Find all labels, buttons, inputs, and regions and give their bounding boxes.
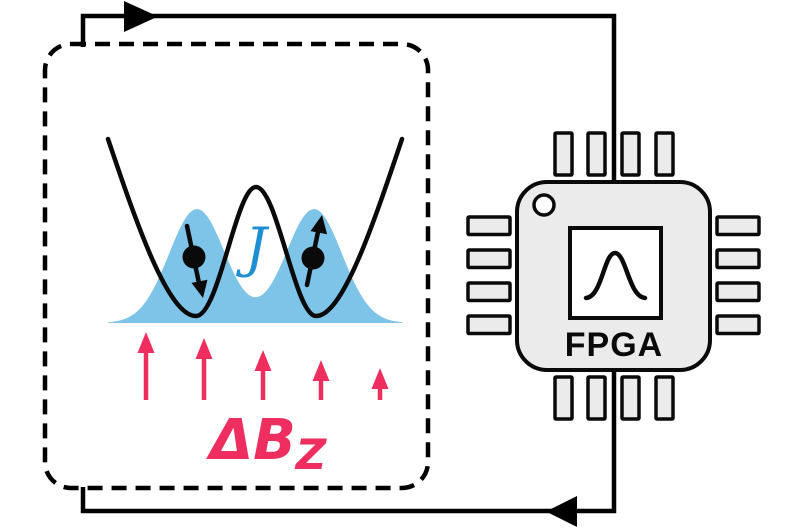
- fpga-pins: [466, 131, 761, 421]
- fpga-pin: [715, 215, 761, 237]
- fpga-pin: [553, 131, 574, 177]
- spin-up-arrowhead-icon: [310, 215, 328, 235]
- magnetic-gradient-arrows: [137, 332, 389, 400]
- arrowhead-left-icon: [546, 496, 577, 527]
- gradient-label-base: ΔB: [206, 408, 296, 473]
- qubit-box-border: [42, 41, 431, 491]
- gradient-field-label: ΔBZ: [206, 408, 328, 479]
- fpga-pin: [654, 375, 675, 421]
- gaussian-pulse-icon: [583, 250, 648, 301]
- fpga-pulse-window: [568, 226, 663, 320]
- fpga-pin: [466, 314, 512, 336]
- fpga-label: FPGA: [565, 326, 663, 364]
- fpga-chip: FPGA: [466, 131, 761, 421]
- gradient-arrow-icon: [195, 338, 213, 359]
- spin-up-qubit: [301, 215, 328, 288]
- fpga-pin: [466, 215, 512, 237]
- double-well-potential-curve: [105, 136, 405, 319]
- electron-dot: [182, 245, 206, 269]
- gradient-arrow-icon: [254, 350, 272, 371]
- gradient-arrow-icon: [312, 360, 330, 381]
- fpga-pin: [466, 281, 512, 303]
- electron-dot: [301, 246, 325, 270]
- fpga-pin: [620, 131, 641, 177]
- fpga-pin: [586, 375, 607, 421]
- fpga-pin: [715, 248, 761, 270]
- fpga-pin: [620, 375, 641, 421]
- arrowhead-right-icon: [124, 1, 158, 32]
- fpga-pin: [553, 375, 574, 421]
- fpga-pin1-dot: [532, 193, 556, 217]
- fpga-pin: [715, 281, 761, 303]
- fpga-pin: [715, 314, 761, 336]
- fpga-pin: [586, 131, 607, 177]
- gradient-label-subscript: Z: [294, 430, 328, 479]
- spin-down-qubit: [182, 223, 208, 298]
- gradient-arrow-icon: [371, 368, 389, 389]
- electron-wavepackets: [108, 209, 403, 323]
- spin-down-arrowhead-icon: [191, 279, 208, 298]
- feedback-line-bottom: [80, 366, 617, 514]
- fpga-pin: [466, 248, 512, 270]
- fpga-pin: [654, 131, 675, 177]
- feedback-line-top: [80, 13, 617, 188]
- exchange-coupling-label: J: [235, 216, 270, 279]
- gradient-arrow-icon: [137, 332, 155, 353]
